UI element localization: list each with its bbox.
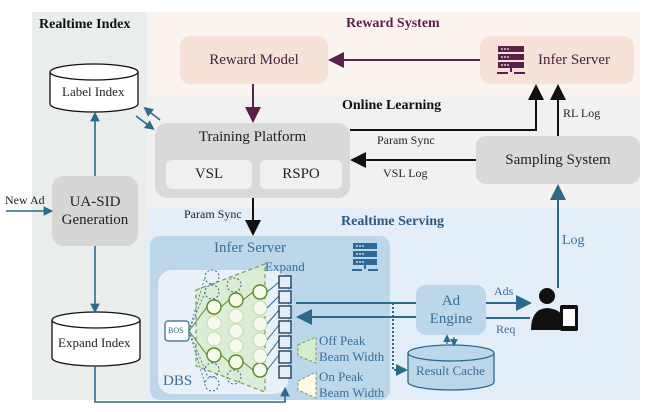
ua-sid-line2: Generation bbox=[61, 212, 129, 228]
expand-label: Expand bbox=[265, 259, 305, 274]
dbs-network bbox=[164, 263, 317, 399]
realtime-index-title: Realtime Index bbox=[39, 17, 131, 32]
serving-infer-server-label: Infer Server bbox=[213, 240, 287, 256]
off-peak-label-2: Beam Width bbox=[319, 349, 385, 364]
vsl-box[interactable]: VSL bbox=[166, 160, 252, 189]
reward-model-box[interactable]: Reward Model bbox=[180, 36, 328, 84]
result-cache-label: Result Cache bbox=[416, 363, 485, 378]
rspo-box[interactable]: RSPO bbox=[260, 160, 342, 189]
server-icon bbox=[496, 45, 526, 75]
rl-log-label: RL Log bbox=[563, 106, 601, 120]
training-platform-label: Training Platform bbox=[198, 129, 307, 145]
bos-label: BOS bbox=[168, 326, 184, 335]
label-index-label: Label Index bbox=[62, 84, 125, 99]
training-to-label-index-arrow bbox=[143, 107, 161, 121]
online-learning-title: Online Learning bbox=[342, 98, 442, 113]
realtime-serving-title: Realtime Serving bbox=[341, 214, 445, 229]
dotted-to-cache-arrow bbox=[392, 303, 408, 376]
ua-sid-generation-box[interactable]: UA-SID Generation bbox=[52, 176, 138, 246]
expand-index-cylinder[interactable] bbox=[51, 311, 141, 367]
off-peak-label-1: Off Peak bbox=[319, 333, 366, 348]
new-ad-label: New Ad bbox=[5, 193, 45, 207]
log-label: Log bbox=[562, 233, 585, 248]
vsl-log-label: VSL Log bbox=[383, 166, 428, 180]
reward-system-title: Reward System bbox=[346, 16, 440, 31]
user-with-phone-icon bbox=[531, 288, 578, 331]
rspo-label: RSPO bbox=[282, 166, 320, 182]
off-peak-beam-icon bbox=[297, 336, 317, 364]
reward-model-label: Reward Model bbox=[209, 51, 299, 68]
sampling-system-box[interactable]: Sampling System bbox=[476, 136, 640, 184]
on-peak-beam-icon bbox=[297, 371, 317, 399]
ad-engine-line2: Engine bbox=[429, 311, 473, 327]
result-cache-cylinder[interactable] bbox=[407, 344, 495, 391]
sampling-system-label: Sampling System bbox=[505, 151, 611, 168]
expand-slots bbox=[278, 275, 292, 379]
param-sync-top-label: Param Sync bbox=[377, 133, 435, 147]
on-peak-label-1: On Peak bbox=[319, 369, 364, 384]
expand-index-to-slots-arrow bbox=[94, 366, 290, 403]
vsl-label: VSL bbox=[194, 166, 224, 182]
param-sync-top-arrow bbox=[350, 84, 544, 131]
ua-sid-line1: UA-SID bbox=[69, 194, 121, 210]
expand-index-label: Expand Index bbox=[58, 335, 131, 350]
reward-infer-server-label: Infer Server bbox=[537, 51, 611, 68]
ads-label: Ads bbox=[494, 284, 514, 298]
on-peak-label-2: Beam Width bbox=[319, 385, 385, 400]
ad-engine-box[interactable]: Ad Engine bbox=[416, 285, 486, 335]
server-icon bbox=[352, 242, 378, 272]
param-sync-down-label: Param Sync bbox=[184, 207, 242, 221]
req-label: Req bbox=[496, 322, 516, 336]
label-index-to-training-arrow bbox=[135, 115, 155, 130]
reward-infer-server-box[interactable]: Infer Server bbox=[480, 36, 634, 84]
dbs-label: DBS bbox=[163, 373, 193, 389]
ad-engine-line1: Ad bbox=[441, 293, 461, 309]
